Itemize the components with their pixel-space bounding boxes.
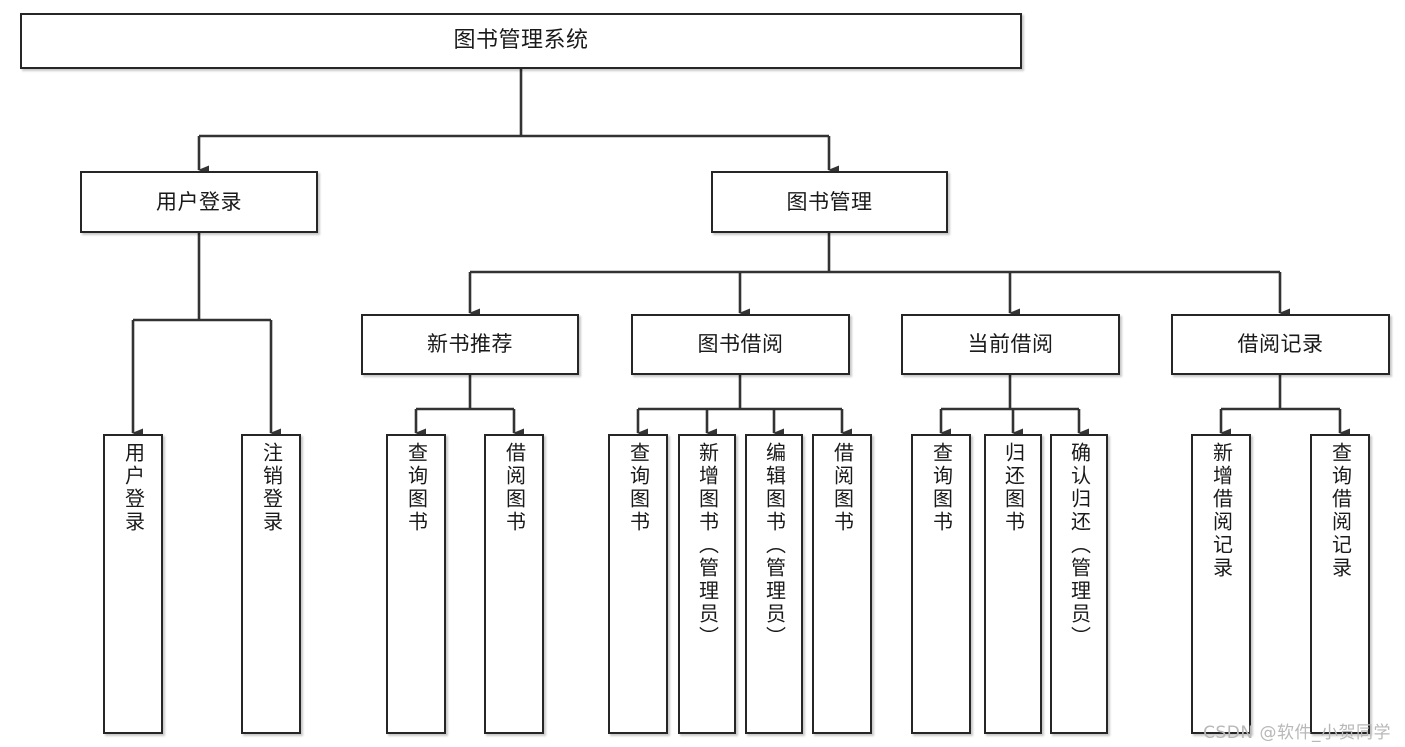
node-leaf-query-book-3[interactable]: 查询图书 (911, 434, 971, 734)
node-user-login[interactable]: 用户登录 (80, 171, 318, 233)
node-leaf-add-record[interactable]: 新增借阅记录 (1191, 434, 1251, 734)
node-label: 借阅图书 (502, 442, 527, 534)
node-leaf-add-book[interactable]: 新增图书（管理员） (678, 434, 736, 734)
node-label: 新书推荐 (427, 332, 513, 357)
node-leaf-query-book-1[interactable]: 查询图书 (386, 434, 446, 734)
node-label: 新增图书（管理员） (695, 442, 720, 649)
node-label: 借阅图书 (830, 442, 855, 534)
node-label: 用户登录 (156, 189, 242, 214)
node-label: 图书管理 (786, 189, 873, 214)
node-label: 用户登录 (121, 442, 146, 534)
node-label: 图书管理系统 (453, 28, 589, 54)
node-label: 查询图书 (404, 442, 429, 534)
node-leaf-borrow-book-2[interactable]: 借阅图书 (812, 434, 872, 734)
node-label: 新增借阅记录 (1209, 442, 1234, 580)
node-label: 确认归还（管理员） (1067, 442, 1092, 649)
node-leaf-logout[interactable]: 注销登录 (241, 434, 301, 734)
node-book-borrow[interactable]: 图书借阅 (631, 314, 850, 375)
node-leaf-confirm-return[interactable]: 确认归还（管理员） (1050, 434, 1108, 734)
node-label: 编辑图书（管理员） (762, 442, 787, 649)
node-root-system[interactable]: 图书管理系统 (20, 13, 1022, 69)
node-leaf-borrow-book-1[interactable]: 借阅图书 (484, 434, 544, 734)
node-label: 图书借阅 (697, 332, 784, 357)
node-label: 借阅记录 (1237, 332, 1324, 357)
csdn-watermark: CSDN @软件_小贺同学 (1203, 723, 1391, 743)
node-leaf-edit-book[interactable]: 编辑图书（管理员） (745, 434, 803, 734)
node-label: 当前借阅 (967, 332, 1054, 357)
node-leaf-return-book[interactable]: 归还图书 (984, 434, 1042, 734)
node-borrow-record[interactable]: 借阅记录 (1171, 314, 1390, 375)
node-label: 查询图书 (929, 442, 954, 534)
node-book-manage[interactable]: 图书管理 (711, 171, 948, 233)
node-leaf-query-book-2[interactable]: 查询图书 (608, 434, 668, 734)
node-label: 注销登录 (259, 442, 284, 534)
node-label: 归还图书 (1001, 442, 1026, 534)
node-leaf-user-login[interactable]: 用户登录 (103, 434, 163, 734)
node-label: 查询图书 (626, 442, 651, 534)
node-new-book-recommend[interactable]: 新书推荐 (361, 314, 579, 375)
node-label: 查询借阅记录 (1328, 442, 1353, 580)
node-leaf-query-record[interactable]: 查询借阅记录 (1310, 434, 1370, 734)
node-current-borrow[interactable]: 当前借阅 (901, 314, 1120, 375)
